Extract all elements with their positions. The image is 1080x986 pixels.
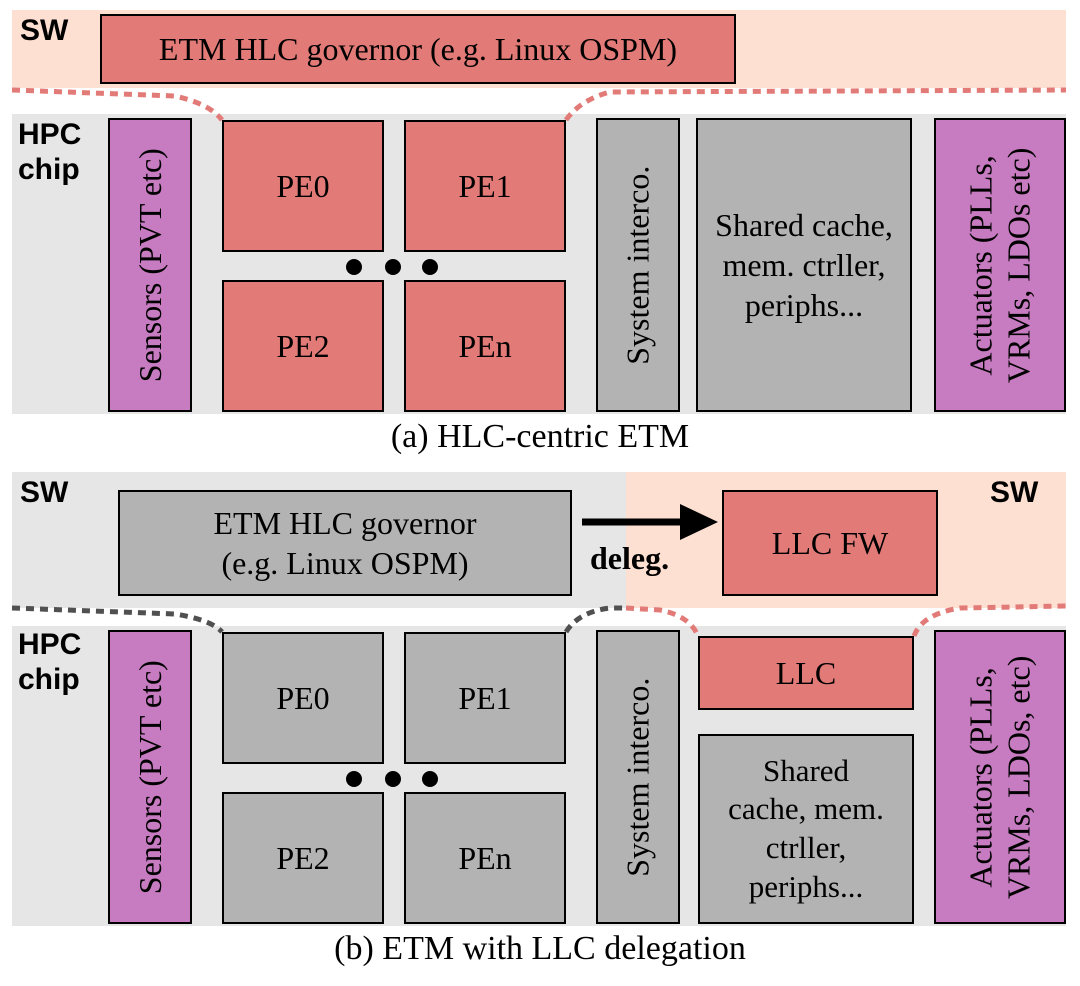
panel-b-governor-line1: ETM HLC governor (213, 505, 477, 541)
panel-a-pe0-block: PE0 (222, 120, 384, 252)
panel-b-pe2-label: PE2 (276, 840, 330, 876)
panel-b-governor-line2: (e.g. Linux OSPM) (221, 545, 469, 581)
panel-b-ellipsis-dot (385, 771, 401, 787)
panel-b-pe1-block: PE1 (404, 632, 566, 764)
panel-b-shared-block: Shared cache, mem. ctrller, periphs... (698, 734, 914, 924)
panel-b-pe0-label: PE0 (276, 680, 330, 716)
panel-b-shared-line3: ctrller, (765, 830, 847, 865)
panel-a-shared-line3: periphs... (744, 287, 864, 323)
panel-b-governor-box: ETM HLC governor (e.g. Linux OSPM) (118, 490, 572, 596)
panel-b-llc-label: LLC (775, 655, 837, 691)
panel-a-ellipsis-dot (422, 259, 438, 275)
panel-b-pen-block: PEn (404, 792, 566, 924)
panel-b-sw-chip-boundary-red (625, 603, 1067, 638)
panel-a-shared-line2: mem. ctrller, (722, 247, 886, 283)
panel-b-ellipsis-dot (422, 771, 438, 787)
panel-b-sw-chip-boundary-grey (11, 605, 626, 634)
panel-a-pe0-label: PE0 (276, 168, 330, 204)
panel-b-sw-left-label: SW (20, 476, 69, 509)
panel-b-shared-line2: cache, mem. (728, 791, 884, 827)
panel-a-pen-label: PEn (458, 328, 512, 364)
panel-a-pe2-block: PE2 (222, 280, 384, 412)
panel-a-sw-chip-boundary (11, 87, 1067, 122)
panel-a-pe2-label: PE2 (276, 328, 330, 364)
panel-a-chip-label: HPC chip (18, 118, 81, 187)
panel-b-shared-line4: periphs... (748, 868, 864, 904)
panel-b-actuators-block: Actuators (PLLs, VRMs, LDOs, etc) (934, 630, 1066, 924)
panel-b-chip-label: HPC chip (18, 628, 81, 697)
panel-a-ellipsis-dot (346, 259, 362, 275)
panel-b-arrow-label: deleg. (590, 540, 670, 576)
panel-b-chip-label-line1: HPC (18, 628, 82, 661)
panel-b-pe0-block: PE0 (222, 632, 384, 764)
panel-a-shared-line1: Shared cache, (715, 207, 893, 243)
panel-b-ellipsis-dot (346, 771, 362, 787)
panel-b-pen-label: PEn (458, 840, 512, 876)
panel-a-shared-block: Shared cache, mem. ctrller, periphs... (696, 118, 912, 412)
panel-a-actuators-block: Actuators (PLLs, VRMs, LDOs etc) (934, 118, 1066, 412)
panel-a-chip-label-line2: chip (18, 152, 80, 186)
panel-b-interconnect-block: System interco. (596, 630, 680, 924)
panel-b-sw-right-label: SW (990, 476, 1039, 509)
panel-b-llc-fw-label: LLC FW (771, 525, 889, 561)
panel-a-governor-box: ETM HLC governor (e.g. Linux OSPM) (100, 14, 736, 84)
panel-a-caption: (a) HLC-centric ETM (390, 418, 690, 455)
panel-b-llc-block: LLC (698, 636, 914, 710)
panel-b-chip-label-line2: chip (18, 662, 80, 696)
panel-a-sw-label: SW (20, 14, 69, 47)
delegation-arrow (582, 504, 718, 540)
panel-a-pe1-label: PE1 (458, 168, 512, 204)
panel-a-chip-label-line1: HPC (18, 118, 82, 151)
panel-a-sensors-block: Sensors (PVT etc) (108, 118, 192, 412)
panel-a-pe1-block: PE1 (404, 120, 566, 252)
panel-a-pen-block: PEn (404, 280, 566, 412)
panel-b-pe1-label: PE1 (458, 680, 512, 716)
panel-b-caption: (b) ETM with LLC delegation (334, 930, 746, 967)
panel-b-sensors-block: Sensors (PVT etc) (108, 630, 192, 924)
panel-a-interconnect-block: System interco. (596, 118, 680, 412)
panel-b-shared-line1: Shared (762, 752, 850, 788)
panel-b-llc-fw-box: LLC FW (722, 490, 938, 596)
panel-b-pe2-block: PE2 (222, 792, 384, 924)
panel-a-ellipsis-dot (385, 259, 401, 275)
panel-a-governor-label: ETM HLC governor (e.g. Linux OSPM) (158, 31, 678, 67)
